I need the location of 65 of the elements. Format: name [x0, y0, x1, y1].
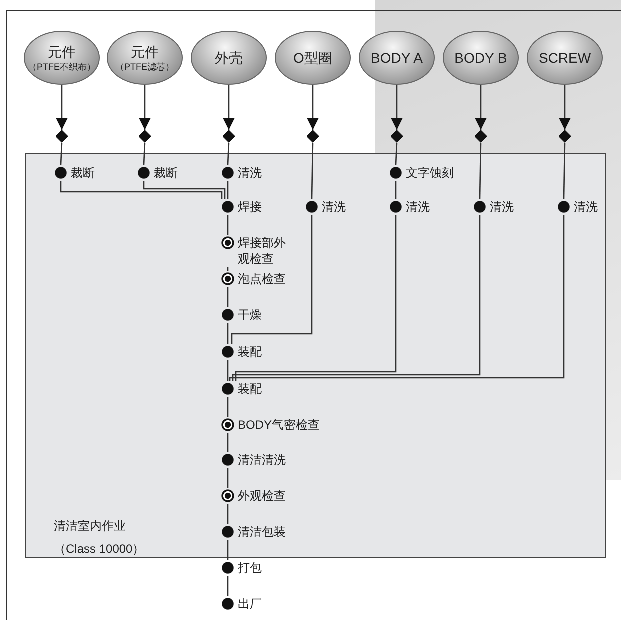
process-step: 清洗: [388, 199, 430, 215]
connector-line: [227, 540, 229, 560]
arrow: [391, 85, 403, 130]
process-step: 清洁包装: [220, 524, 286, 540]
process-step: 清洗: [472, 199, 514, 215]
connector-line: [563, 142, 566, 200]
part-name: 外壳: [215, 50, 243, 66]
process-step: 打包: [220, 560, 262, 576]
arrow: [223, 85, 235, 130]
process-step: 裁断: [136, 165, 178, 181]
connector-line: [227, 181, 229, 199]
inspection-step: BODY气密检查: [220, 417, 320, 433]
process-step: 装配: [220, 344, 262, 360]
connector-line: [395, 142, 398, 166]
inspection-step: 焊接部外观检查: [220, 235, 286, 267]
connector-line: [479, 142, 482, 200]
part-note: （PTFE滤芯）: [115, 60, 174, 72]
area-title: 清洁室内作业: [54, 518, 126, 534]
connector-line: [227, 215, 229, 235]
process-step: 清洗: [556, 199, 598, 215]
connector-line: [311, 142, 314, 200]
inspection-step: 外观检查: [220, 488, 286, 504]
part-name: O型圈: [294, 50, 332, 66]
connector-line: [143, 142, 146, 166]
area-note: （Class 10000）: [54, 541, 145, 557]
process-step: 文字蚀刻: [388, 165, 454, 181]
connector-line: [227, 433, 229, 452]
connector-line: [227, 360, 229, 381]
process-step: 清洗: [304, 199, 346, 215]
part-name: SCREW: [538, 50, 592, 66]
process-step: 裁断: [53, 165, 95, 181]
connector-line: [227, 323, 229, 344]
process-step: 焊接: [220, 199, 262, 215]
connector-line: [235, 215, 397, 381]
connector-line: [60, 181, 223, 199]
connector-line: [395, 181, 397, 199]
part-name: 元件: [131, 44, 159, 60]
connector-line: [227, 576, 229, 596]
part-note: （PTFE不织布）: [28, 60, 96, 72]
process-step: 干燥: [220, 307, 262, 323]
connector-line: [227, 397, 229, 417]
connector-line: [227, 287, 229, 307]
inspection-step: 泡点检查: [220, 271, 286, 287]
connector-line: [143, 181, 226, 199]
connector-line: [231, 215, 313, 344]
process-step: 清洁清洗: [220, 452, 286, 468]
connector-line: [60, 142, 63, 166]
process-step: 装配: [220, 381, 262, 397]
part-name: 元件: [48, 44, 76, 60]
arrow: [475, 85, 487, 130]
connector-line: [227, 468, 229, 488]
process-step: 清洗: [220, 165, 262, 181]
connector-line: [227, 267, 229, 271]
connector-line: [229, 215, 565, 382]
arrow: [139, 85, 151, 130]
arrow: [56, 85, 68, 130]
part-name: BODY A: [371, 50, 423, 66]
process-step: 出厂: [220, 596, 262, 612]
connector-line: [227, 142, 230, 166]
arrow: [307, 85, 319, 130]
connector-line: [227, 504, 229, 524]
clean-room-area: [25, 153, 606, 558]
connector-line: [232, 215, 481, 381]
arrow: [559, 85, 571, 130]
part-name: BODY B: [454, 50, 508, 66]
